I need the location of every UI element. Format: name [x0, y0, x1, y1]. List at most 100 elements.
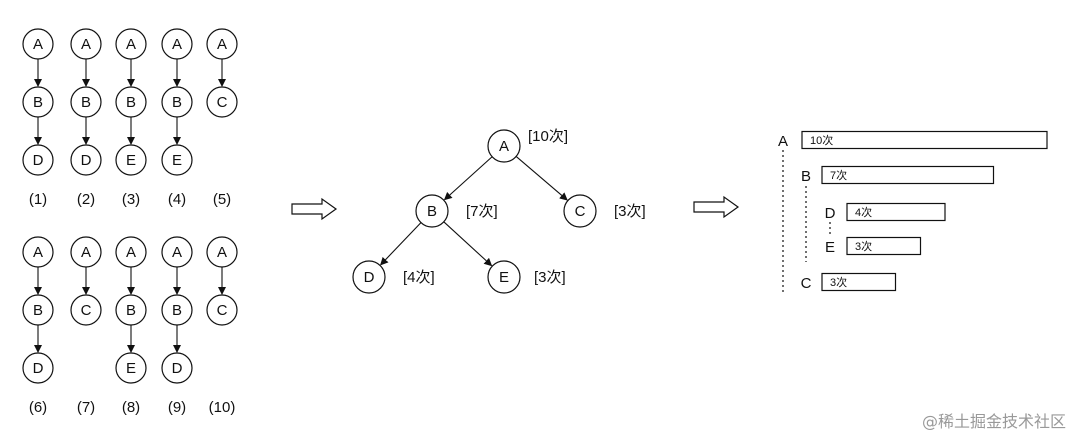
stack-node: A: [22, 28, 54, 60]
stack-node-label: A: [217, 36, 227, 53]
stack-node-label: B: [172, 302, 182, 319]
flame-bar-rect: [846, 236, 922, 256]
stack-node: D: [22, 144, 54, 176]
tree-node-label: B: [427, 203, 437, 220]
stack-node-label: B: [126, 302, 136, 319]
tree-node: E: [487, 260, 521, 294]
arrow-right-icon: [693, 195, 740, 219]
flame-label: D: [825, 205, 836, 222]
flame-label: E: [825, 239, 835, 256]
stack-node-label: C: [81, 302, 92, 319]
tree-edge: [443, 156, 493, 201]
tree-count: [3次]: [614, 203, 646, 220]
flame-label: B: [801, 168, 811, 185]
stack-node: D: [22, 352, 54, 384]
stack-caption: (3): [122, 191, 140, 208]
stack-node: A: [161, 28, 193, 60]
stack-node-circle: [22, 144, 54, 176]
call-stack: A B D (2): [70, 28, 102, 208]
tree-node-circle: [563, 194, 597, 228]
call-stack: ABE(3): [115, 28, 147, 208]
stack-node: B: [115, 86, 147, 118]
stack-node: E: [115, 352, 147, 384]
flame-bar-text: 3次: [830, 275, 847, 289]
stack-node-circle: [22, 352, 54, 384]
flame-bar-rect: [821, 272, 897, 292]
stack-node: C: [206, 86, 238, 118]
flame-bar-text: 10次: [810, 133, 833, 147]
stack-node-label: B: [81, 94, 91, 111]
stack-node-circle: [115, 144, 147, 176]
tree-node: A: [487, 129, 521, 163]
tree-node: D: [352, 260, 386, 294]
stack-node: B: [115, 294, 147, 326]
call-stack: A C (5): [206, 28, 238, 208]
stack-node-label: E: [126, 360, 136, 377]
stack-caption: (4): [168, 191, 186, 208]
call-stack: A C (7): [70, 236, 102, 416]
stack-node-label: A: [33, 36, 43, 53]
tree-edge: [443, 221, 493, 267]
tree-node-circle: [352, 260, 386, 294]
stack-node-label: A: [126, 36, 136, 53]
stack-node-circle: [161, 352, 193, 384]
call-stacks: ABD(1)ABD(2)ABE(3)ABE(4)AC(5)ABD(6)AC(7)…: [22, 28, 238, 416]
stack-node-label: A: [126, 244, 136, 261]
tree-count: [10次]: [528, 128, 568, 145]
stack-node: A: [206, 236, 238, 268]
call-stack: ABE(8): [115, 236, 147, 416]
stack-node: B: [161, 86, 193, 118]
tree-count: [4次]: [403, 269, 435, 286]
stack-node: A: [70, 28, 102, 60]
stack-node-label: B: [172, 94, 182, 111]
tree-node: B: [415, 194, 449, 228]
stack-node-label: A: [172, 244, 182, 261]
stack-caption: (5): [213, 191, 231, 208]
stack-node-label: D: [33, 360, 44, 377]
stack-node-circle: [70, 294, 102, 326]
stack-node: B: [70, 86, 102, 118]
call-stack: A B E (4): [161, 28, 193, 208]
tree-edge: [380, 222, 422, 266]
call-stack: ABD(6): [22, 236, 54, 416]
stack-node-label: C: [217, 302, 228, 319]
stack-node: B: [161, 294, 193, 326]
tree-node-label: A: [499, 138, 509, 155]
tree-edge: [515, 155, 568, 201]
tree-node: C: [563, 194, 597, 228]
tree-node-label: D: [364, 269, 375, 286]
stack-node: D: [70, 144, 102, 176]
watermark: @稀土掘金技术社区: [921, 412, 1066, 431]
stack-node: A: [22, 236, 54, 268]
stack-node: E: [161, 144, 193, 176]
stack-node-label: B: [33, 302, 43, 319]
flame-label: A: [778, 133, 788, 150]
tree-node-circle: [415, 194, 449, 228]
tree-count: [3次]: [534, 269, 566, 286]
stack-node-label: E: [172, 152, 182, 169]
flame-bar-rect: [846, 202, 946, 222]
tree-node-circle: [487, 129, 521, 163]
tree-node-circle: [487, 260, 521, 294]
stack-node: A: [70, 236, 102, 268]
stack-node: D: [161, 352, 193, 384]
call-stack: A BD (1): [22, 28, 54, 208]
stack-node: A: [161, 236, 193, 268]
tree-count: [7次]: [466, 203, 498, 220]
flame-bar-rect: [801, 130, 1048, 150]
stack-node: C: [70, 294, 102, 326]
stack-caption: (2): [77, 191, 95, 208]
flame-bar: 3次: [846, 236, 922, 256]
flame-label: C: [801, 275, 812, 292]
stack-node-circle: [115, 352, 147, 384]
stack-caption: (1): [29, 191, 47, 208]
stack-node: C: [206, 294, 238, 326]
stack-node: A: [115, 28, 147, 60]
stack-node: B: [22, 86, 54, 118]
stack-node-label: C: [217, 94, 228, 111]
stack-node-circle: [206, 294, 238, 326]
call-stack: AC(10): [206, 236, 238, 416]
stack-node-circle: [206, 86, 238, 118]
stack-caption: (7): [77, 399, 95, 416]
